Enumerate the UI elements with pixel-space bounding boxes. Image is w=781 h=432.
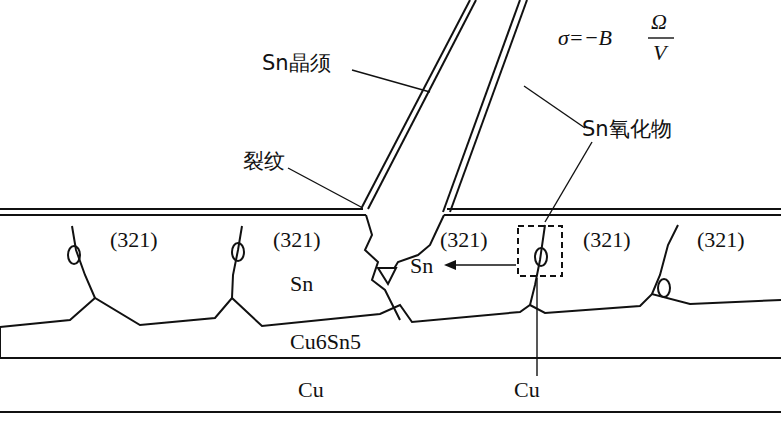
formula-denominator: V [653, 41, 666, 65]
formula-text: σ=−B [558, 26, 612, 50]
sn-layer-label: Sn [290, 272, 313, 296]
orientation-label: (321) [697, 228, 745, 252]
imc-layer-label: Cu6Sn5 [290, 330, 361, 354]
cu-callout-label: Cu [514, 378, 540, 402]
orientation-label: (321) [440, 228, 488, 252]
formula-numerator: Ω [651, 10, 667, 34]
whisker-label: Sn晶须 [262, 52, 331, 75]
sn-flow-label: Sn [410, 254, 433, 278]
orientation-label: (321) [273, 228, 321, 252]
orientation-label: (321) [583, 228, 631, 252]
crack-label: 裂纹 [243, 150, 285, 173]
oxide-label: Sn氧化物 [582, 118, 672, 141]
cu-substrate-label: Cu [298, 378, 324, 402]
orientation-label: (321) [110, 228, 158, 252]
